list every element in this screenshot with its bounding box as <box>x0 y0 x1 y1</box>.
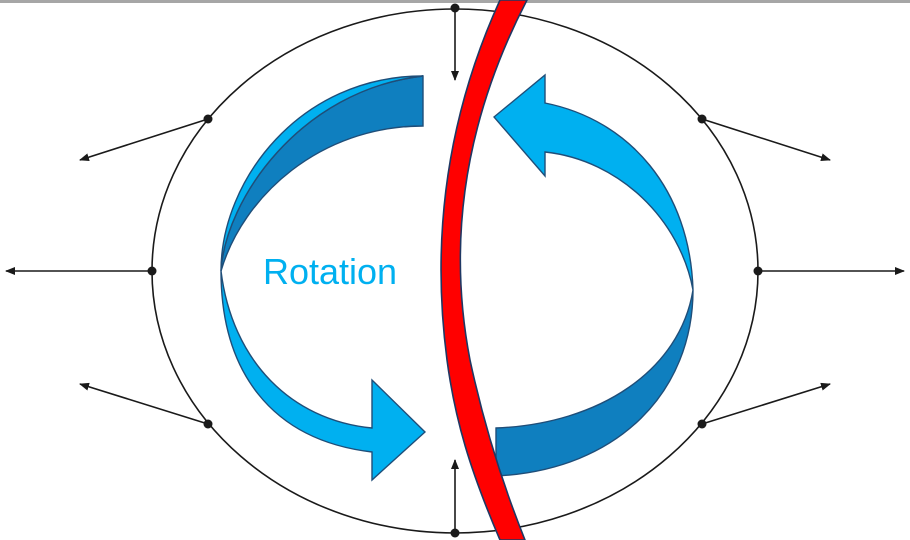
node-upper-right <box>698 115 707 124</box>
force-arrow-upper-right <box>702 119 830 160</box>
node-top <box>451 4 460 13</box>
node-lower-left <box>204 420 213 429</box>
node-bottom <box>451 529 460 538</box>
node-left <box>148 267 157 276</box>
force-arrow-upper-left <box>80 119 208 160</box>
node-lower-right <box>698 420 707 429</box>
node-right <box>754 267 763 276</box>
force-arrow-lower-left <box>80 384 208 424</box>
force-arrow-lower-right <box>702 384 830 424</box>
rotation-arrow-right-outer-face <box>494 75 693 290</box>
rotation-arrow-right <box>494 75 693 476</box>
rotation-label: Rotation <box>263 251 397 292</box>
node-upper-left <box>204 115 213 124</box>
rotation-arrow-left-outer-face <box>221 271 425 480</box>
rotation-arrow-right-inner-face <box>496 290 693 476</box>
